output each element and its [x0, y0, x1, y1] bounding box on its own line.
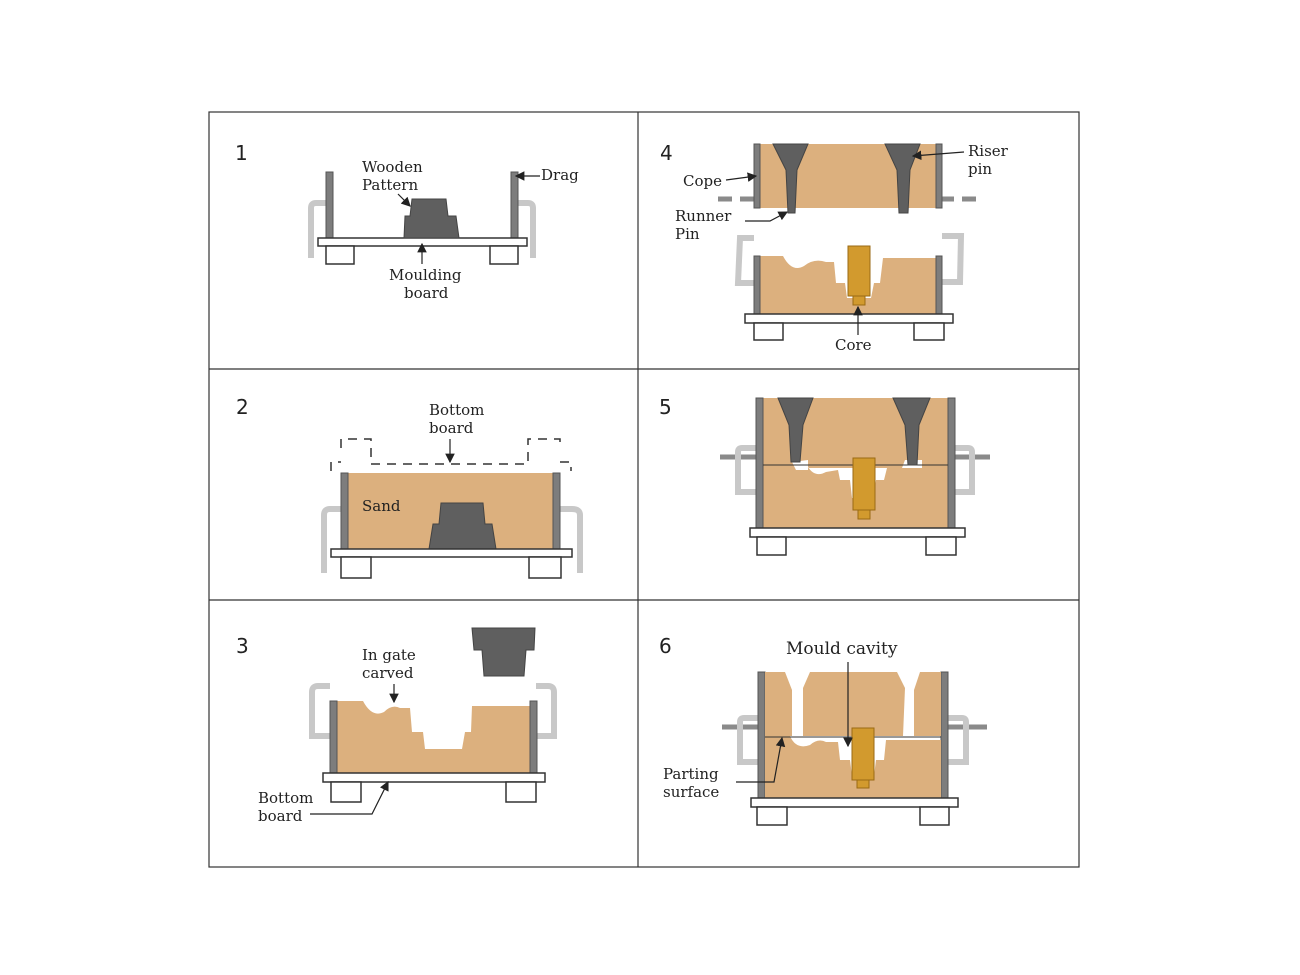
right-handle — [954, 445, 975, 495]
panel-3-number: 3 — [236, 634, 249, 658]
bottom-board-outline — [330, 438, 572, 471]
left-handle — [737, 715, 758, 765]
cope-left-sand — [765, 672, 792, 736]
flask-wall-left — [755, 397, 764, 529]
board-foot-left — [756, 806, 788, 826]
riser-pin — [884, 143, 921, 214]
board-foot-right — [528, 556, 562, 579]
core-label: Core — [835, 336, 872, 354]
board-foot-left — [753, 322, 784, 341]
left-handle — [309, 683, 330, 739]
panel-1-number: 1 — [235, 141, 248, 165]
in-gate-label-1: In gate — [362, 646, 416, 664]
flask-wall-left — [757, 671, 766, 799]
riser-pin-label-1: Riser — [968, 142, 1009, 160]
core-print — [856, 779, 870, 789]
bottom-board — [750, 797, 959, 808]
core-body — [851, 727, 875, 781]
board-foot-right — [913, 322, 945, 341]
bottom-board-label-2: board — [429, 419, 474, 437]
core-print — [852, 295, 866, 306]
wooden-pattern-label-1: Wooden — [362, 158, 423, 176]
panel-1: 1 Wooden Pattern Drag Moulding board — [235, 141, 579, 302]
cope-right-sand — [914, 672, 941, 736]
runner-pin — [772, 143, 809, 214]
panel-6-number: 6 — [659, 634, 672, 658]
parting-surface-label-1: Parting — [663, 765, 719, 783]
panel-5: 5 — [659, 395, 990, 556]
drag-wall-right — [552, 472, 561, 550]
left-handle — [321, 506, 341, 573]
board-foot-right — [489, 245, 519, 265]
moulding-board-label-2: board — [404, 284, 449, 302]
board-foot-right — [919, 806, 950, 826]
removed-pattern — [471, 627, 536, 677]
drag-wall-left — [325, 171, 334, 239]
right-handle — [518, 200, 536, 258]
bottom-board — [744, 313, 954, 324]
flask-wall-right — [940, 671, 949, 799]
drag-wall-right — [935, 255, 943, 315]
runner-pin — [777, 397, 814, 463]
panel-grid — [208, 111, 1080, 868]
drag-sand — [765, 736, 941, 798]
board-foot-left — [330, 781, 362, 803]
riser-pin — [892, 397, 931, 466]
cope-middle-sand — [803, 672, 905, 736]
parting-surface-label-2: surface — [663, 783, 719, 801]
sand-label: Sand — [362, 497, 401, 515]
runner-pin-label-1: Runner — [675, 207, 732, 225]
riser-pin-label-2: pin — [968, 160, 992, 178]
drag-label: Drag — [541, 166, 579, 184]
panel-6: 6 Mould cavity Parting surface — [659, 634, 987, 826]
left-handle — [308, 200, 326, 258]
drag-wall-left — [753, 255, 761, 315]
right-handle — [948, 715, 969, 765]
core-print — [857, 509, 871, 520]
panel-4: 4 Cope Riser pin Runner Pin Core — [660, 141, 1009, 354]
drag-wall-right — [510, 171, 519, 239]
cope-wall-right — [935, 143, 943, 209]
panel-5-number: 5 — [659, 395, 672, 419]
cope-label: Cope — [683, 172, 722, 190]
core-body — [852, 457, 876, 511]
panel-2-number: 2 — [236, 395, 249, 419]
bottom-board — [322, 772, 546, 783]
mould-cavity-label: Mould cavity — [786, 639, 898, 659]
right-handle — [942, 233, 965, 285]
panel-4-number: 4 — [660, 141, 673, 165]
drag-wall-left — [329, 700, 338, 774]
in-gate-label-2: carved — [362, 664, 414, 682]
sand-fill — [337, 701, 530, 773]
wooden-pattern-label-2: Pattern — [362, 176, 418, 194]
moulding-board-label-1: Moulding — [389, 266, 462, 284]
left-handle — [735, 445, 756, 495]
panel-2: 2 Bottom board Sand — [236, 395, 583, 579]
bottom-board-label-2: board — [258, 807, 303, 825]
wooden-pattern — [403, 198, 460, 239]
board-foot-left — [756, 536, 787, 556]
bottom-board-label-1: Bottom — [258, 789, 313, 807]
board-foot-left — [325, 245, 355, 265]
right-handle — [560, 506, 583, 573]
panel-3: 3 In gate carved Bottom board — [236, 627, 557, 825]
board-foot-right — [925, 536, 957, 556]
drag-sand — [760, 256, 936, 314]
core-body — [847, 245, 871, 297]
drag-wall-left — [340, 472, 349, 550]
bottom-board — [749, 527, 966, 538]
left-handle — [734, 235, 754, 286]
right-handle — [536, 683, 557, 739]
flask-wall-right — [947, 397, 956, 529]
bottom-board-label-1: Bottom — [429, 401, 484, 419]
moulding-board — [330, 548, 573, 558]
runner-pin-label-2: Pin — [675, 225, 700, 243]
board-foot-right — [505, 781, 537, 803]
board-foot-left — [340, 556, 372, 579]
drag-wall-right — [529, 700, 538, 774]
